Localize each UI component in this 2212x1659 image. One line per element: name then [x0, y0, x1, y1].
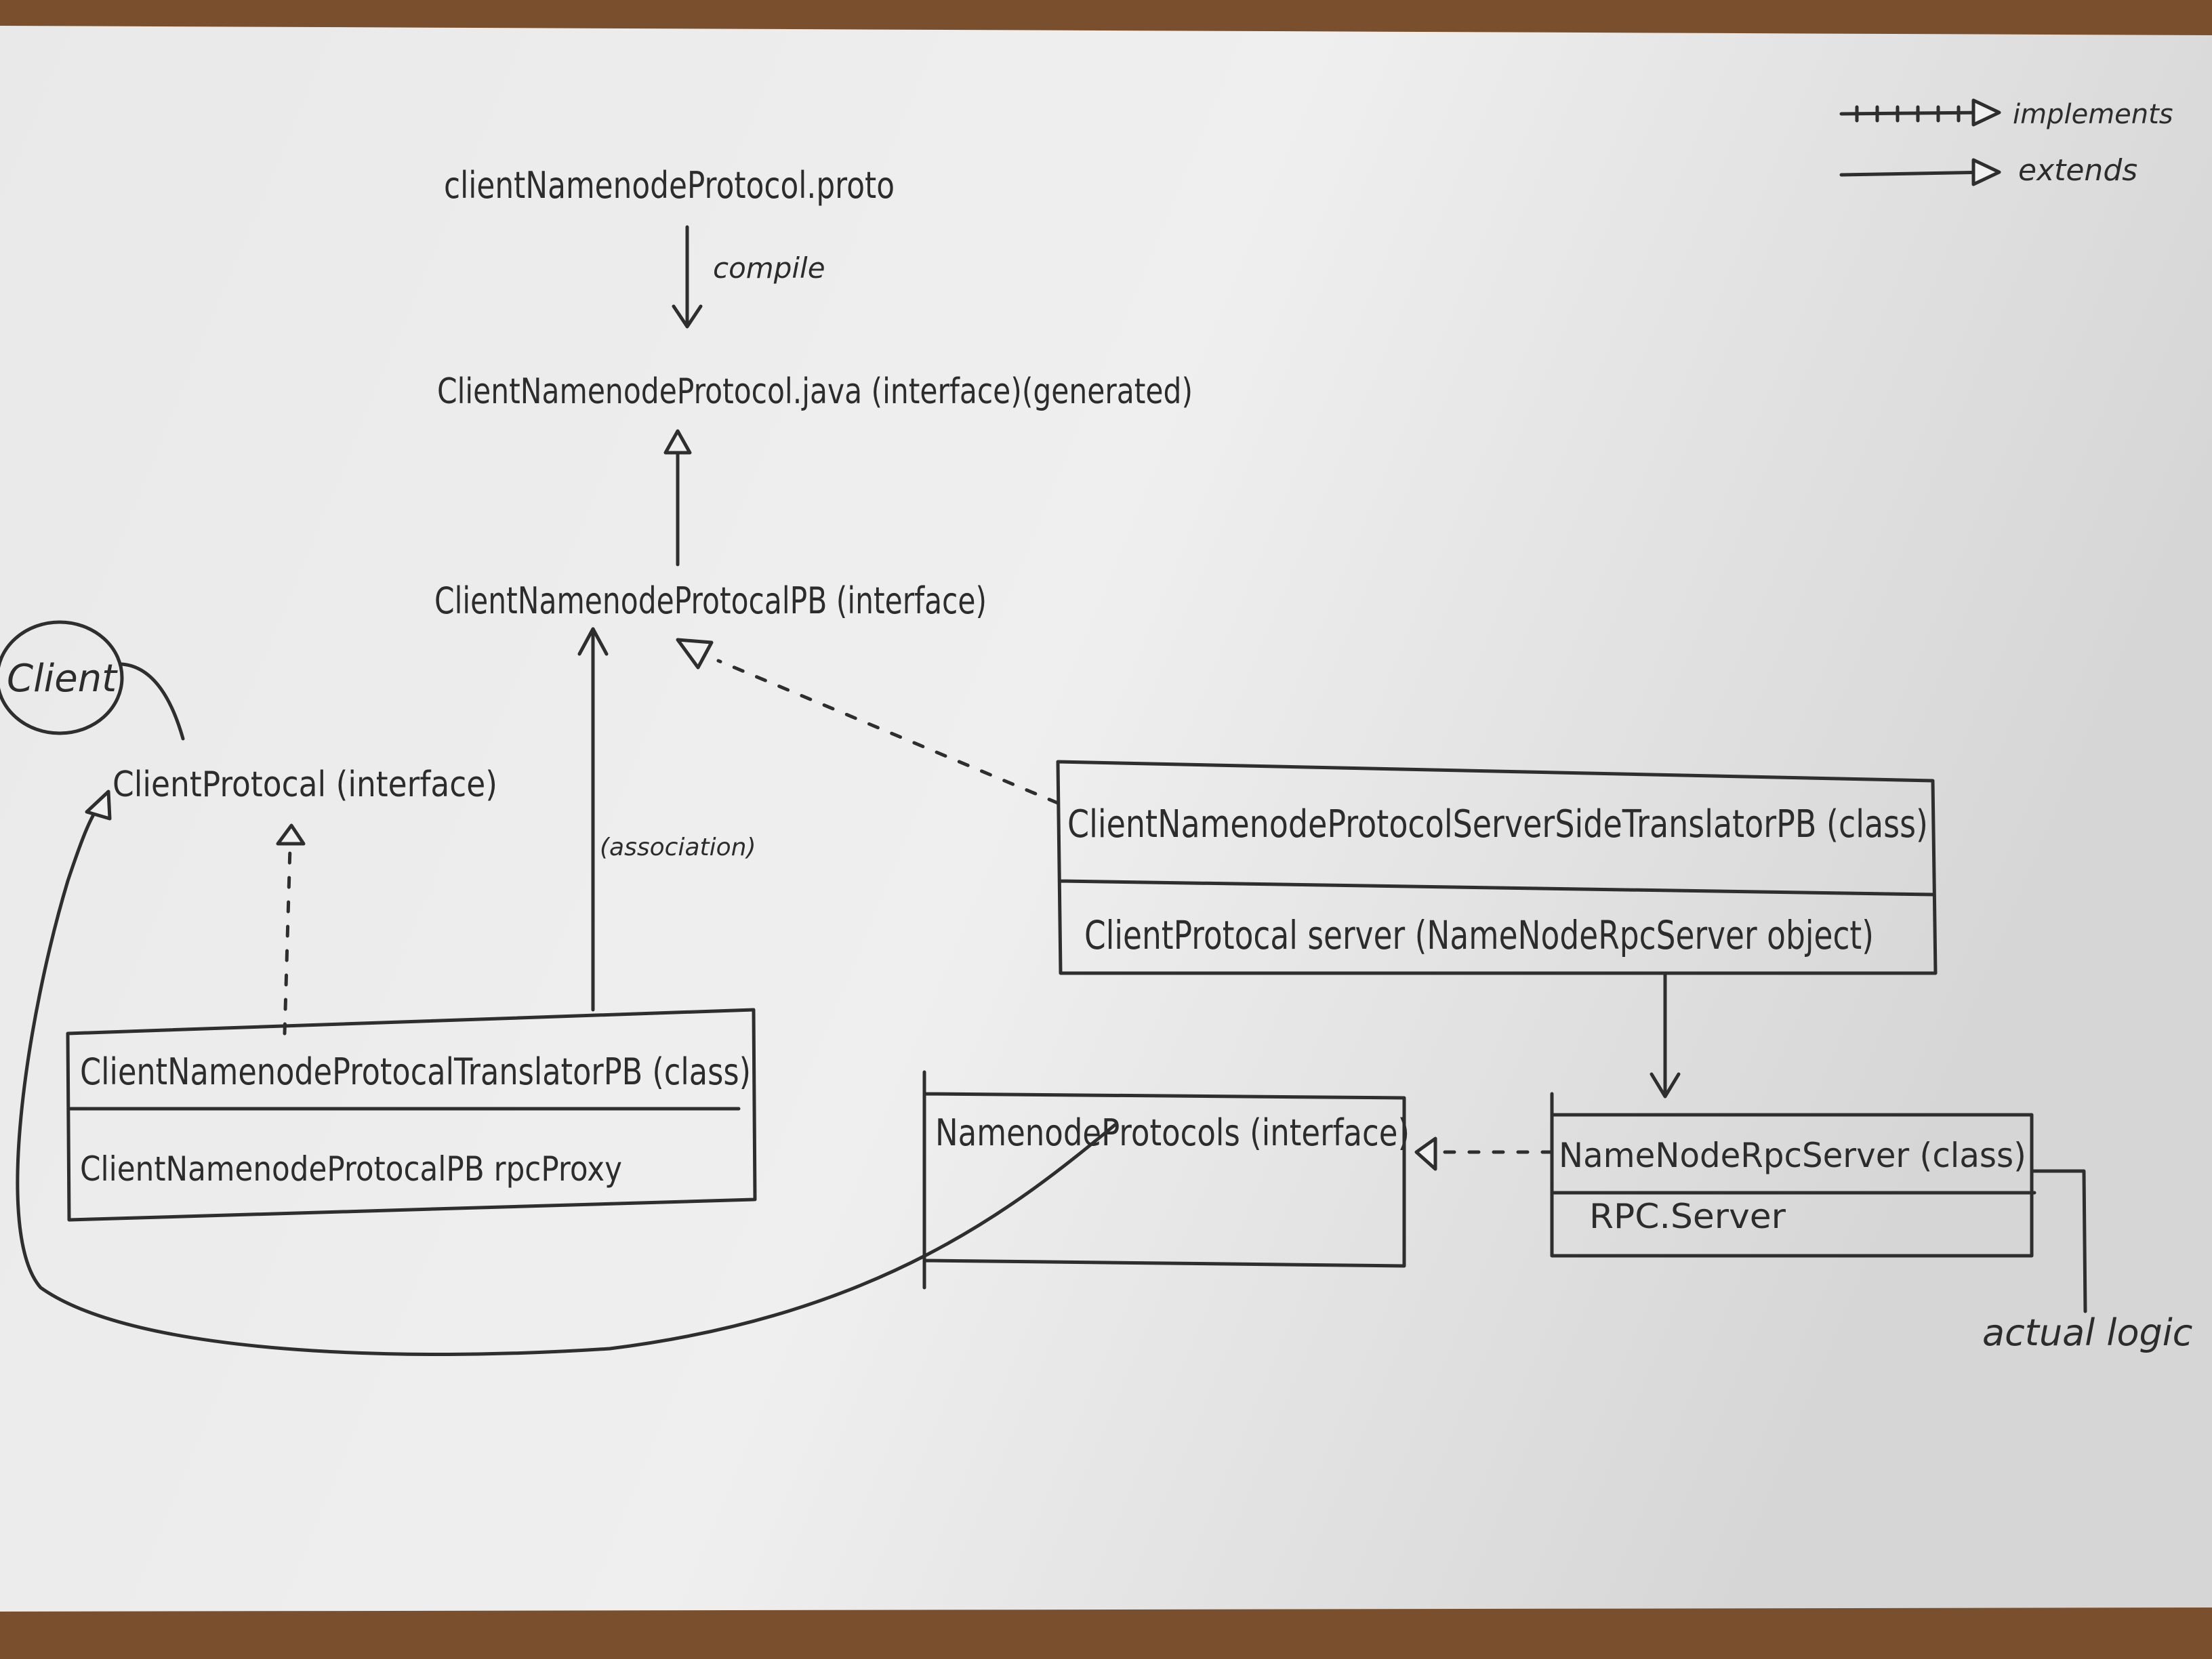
pb-interface-label: ClientNamenodeProtocalPB (interface): [434, 579, 987, 622]
implements-hatch: [1855, 105, 1961, 123]
implements-line: [1839, 110, 1991, 116]
rpc-server-field: RPC.Server: [1589, 1197, 1786, 1236]
server-side-box-outline: [1056, 760, 1938, 975]
client-link-line: [120, 662, 185, 741]
legend-extends-label: extends: [2018, 153, 2137, 188]
java-interface-label: ClientNamenodeProtocol.java (interface)(…: [437, 371, 1193, 412]
legend-implements-label: implements: [2013, 99, 2173, 130]
translator-class-box: ClientNamenodeProtocalTranslatorPB (clas…: [66, 1008, 757, 1222]
extends-arrowhead-icon: [85, 790, 112, 821]
rpc-server-title: NameNodeRpcServer (class): [1559, 1136, 2026, 1175]
client-protocol-label: ClientProtocal (interface): [112, 764, 497, 805]
client-node: [0, 620, 124, 735]
namenode-protocols-box-outline: [922, 1070, 1406, 1290]
rpc-server-box-outline: [1550, 1092, 2036, 1258]
implements-arrow-translator-to-clientprotocol: [283, 845, 292, 1036]
implements-arrowhead-icon: [1971, 98, 2001, 127]
extends-arrowhead-icon: [663, 429, 692, 455]
actual-logic-label: actual logic: [1982, 1311, 2192, 1354]
client-label: Client: [7, 657, 118, 701]
extends-line: [1839, 170, 1991, 177]
actual-logic-bracket: [2030, 1169, 2087, 1313]
namenode-protocols-box: NamenodeProtocols (interface): [922, 1070, 1410, 1290]
compile-label: compile: [713, 251, 825, 285]
association-arrow: [577, 627, 609, 1012]
proto-file-label: clientNamenodeProtocol.proto: [444, 164, 895, 207]
translator-box-outline: [66, 1008, 757, 1222]
paper-sheet: [0, 26, 2212, 1612]
translator-class-field: ClientNamenodeProtocalPB rpcProxy: [80, 1149, 622, 1189]
server-side-translator-field: ClientProtocal server (NameNodeRpcServer…: [1084, 912, 1874, 958]
translator-class-title: ClientNamenodeProtocalTranslatorPB (clas…: [80, 1050, 751, 1093]
association-label: (association): [600, 834, 756, 861]
implements-arrowhead-icon: [276, 823, 306, 846]
extends-arrowhead-icon: [1971, 158, 2001, 186]
namenode-protocols-title: NamenodeProtocols (interface): [935, 1111, 1410, 1154]
rpc-server-box: NameNodeRpcServer (class) RPC.Server: [1550, 1092, 2036, 1258]
compile-arrow: [672, 225, 703, 329]
implements-arrowhead-icon: [676, 638, 714, 670]
extends-arrow-namenodeprotocols-to-clientprotocol: [16, 801, 1117, 1356]
legend: implements extends: [1839, 98, 2173, 188]
implements-arrowhead-icon: [1414, 1136, 1437, 1171]
server-side-translator-title: ClientNamenodeProtocolServerSideTranslat…: [1067, 802, 1928, 846]
arrow-server-field-to-rpcserver: [1650, 971, 1681, 1099]
server-side-translator-box: ClientNamenodeProtocolServerSideTranslat…: [1056, 760, 1938, 975]
